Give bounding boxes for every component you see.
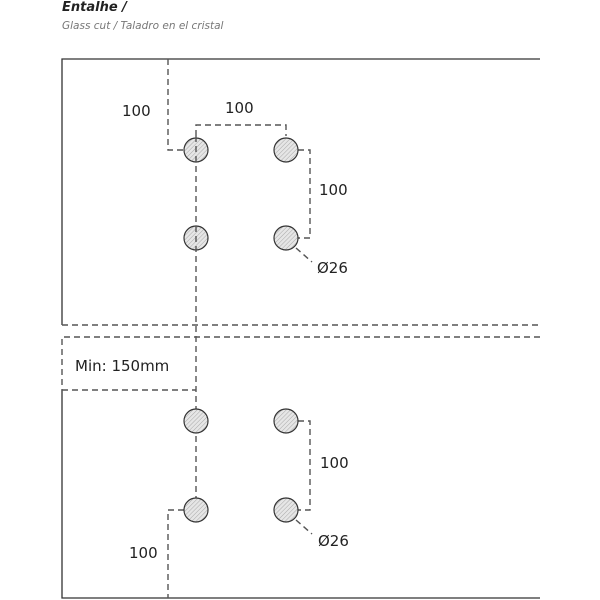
vertical-dimension-line [298,149,311,239]
edge-distance-label: 100 [129,544,158,562]
vertical-dimension-line [298,420,311,511]
section-subtitle: Glass cut / Taladro en el cristal [62,20,224,32]
edge-distance-label: 100 [122,102,151,120]
diameter-leader [295,519,313,535]
top-panel-edge [61,58,540,325]
hole [273,225,299,251]
edge-dimension-line [167,59,184,151]
diameter-leader [295,247,313,263]
bottom-panel-edge [61,390,540,599]
edge-dimension-line [167,509,184,598]
hole [183,497,209,523]
top-glass-panel: 100 100 100 Ø26 [61,58,540,326]
horizontal-dimension-line [195,124,287,136]
hole-diameter-label: Ø26 [318,532,349,550]
bottom-glass-panel: Min: 150mm 100 Ø26 100 [61,336,540,599]
section-title: Entalhe / [62,0,127,15]
hole [273,497,299,523]
hole [183,408,209,434]
hole [273,137,299,163]
bottom-panel-cut-line [61,336,540,390]
hole [273,408,299,434]
hole-diameter-label: Ø26 [317,259,348,277]
min-gap-label: Min: 150mm [75,357,169,375]
vertical-spacing-label: 100 [319,181,348,199]
vertical-spacing-label: 100 [320,454,349,472]
horizontal-spacing-label: 100 [225,99,254,117]
